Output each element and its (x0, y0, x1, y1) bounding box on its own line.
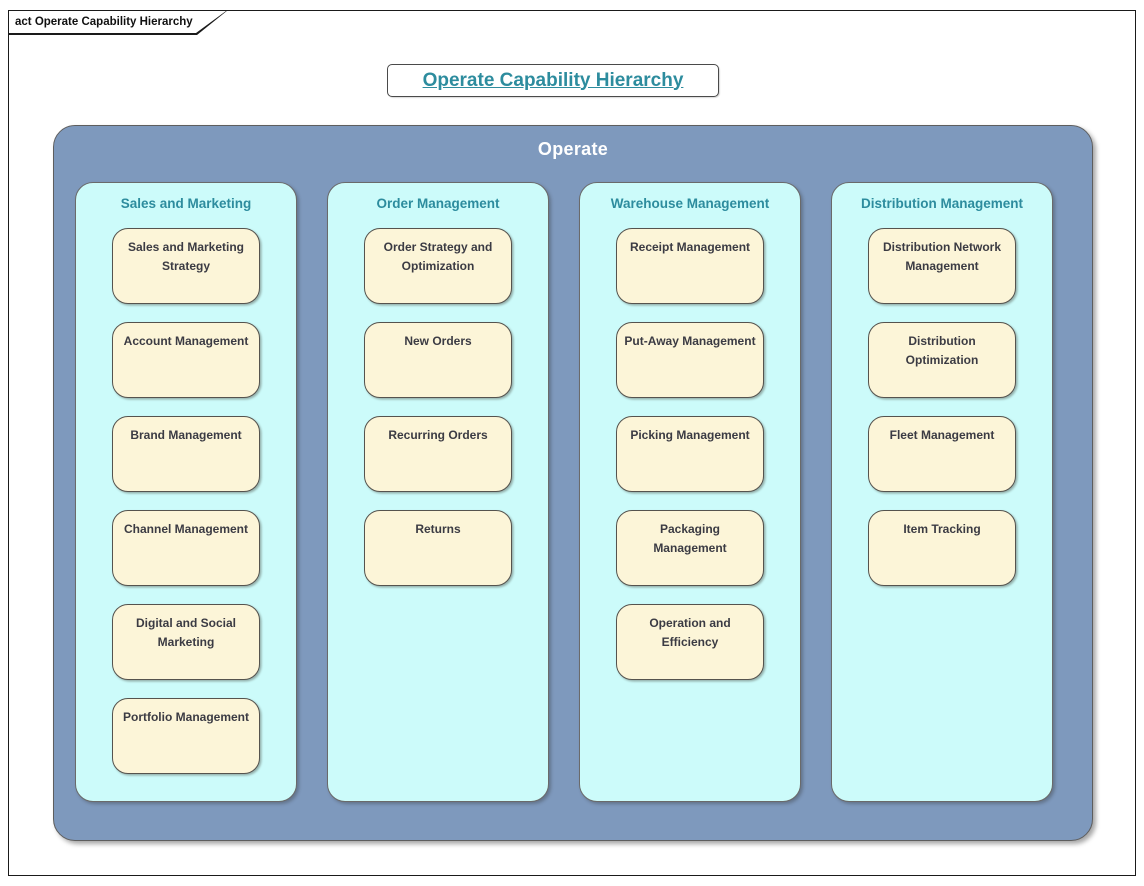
capability-label: Operation and Efficiency (649, 616, 731, 649)
capability-column-2[interactable]: Order Management Order Strategy and Opti… (327, 182, 549, 802)
capability-box[interactable]: Receipt Management (616, 228, 764, 304)
capability-box[interactable]: Recurring Orders (364, 416, 512, 492)
column-header: Distribution Management (860, 196, 1023, 211)
capability-label: Portfolio Management (122, 710, 249, 724)
capability-label: Returns (415, 522, 461, 536)
capability-label: Order Strategy and Optimization (383, 240, 493, 273)
column-items: Distribution Network Management Distribu… (832, 228, 1052, 586)
capability-label: Item Tracking (903, 522, 981, 536)
capability-box[interactable]: Distribution Optimization (868, 322, 1016, 398)
capability-label: Channel Management (123, 522, 249, 536)
frame-tab-label: act Operate Capability Hierarchy (15, 16, 193, 28)
capability-label: Packaging Management (653, 522, 727, 555)
capability-box[interactable]: Operation and Efficiency (616, 604, 764, 680)
capability-label: New Orders (404, 334, 472, 348)
capability-box[interactable]: Digital and Social Marketing (112, 604, 260, 680)
operate-container-label: Operate (537, 139, 609, 159)
capability-box[interactable]: Distribution Network Management (868, 228, 1016, 304)
capability-column-3[interactable]: Warehouse Management Receipt Management … (579, 182, 801, 802)
column-items: Sales and Marketing Strategy Account Man… (76, 228, 296, 774)
capability-label: Digital and Social Marketing (135, 616, 237, 649)
capability-box[interactable]: Account Management (112, 322, 260, 398)
capability-box[interactable]: Portfolio Management (112, 698, 260, 774)
column-header: Sales and Marketing (120, 196, 252, 211)
capability-box[interactable]: Brand Management (112, 416, 260, 492)
capability-box[interactable]: Item Tracking (868, 510, 1016, 586)
capability-box[interactable]: New Orders (364, 322, 512, 398)
capability-label: Account Management (123, 334, 249, 348)
capability-label: Receipt Management (629, 240, 751, 254)
capability-box[interactable]: Put-Away Management (616, 322, 764, 398)
capability-box[interactable]: Returns (364, 510, 512, 586)
capability-label: Sales and Marketing Strategy (127, 240, 245, 273)
capability-label: Put-Away Management (624, 334, 756, 348)
capability-box[interactable]: Packaging Management (616, 510, 764, 586)
capability-box[interactable]: Picking Management (616, 416, 764, 492)
diagram-title-box[interactable]: Operate Capability Hierarchy (387, 64, 719, 97)
capability-box[interactable]: Fleet Management (868, 416, 1016, 492)
frame-tab: act Operate Capability Hierarchy (8, 10, 228, 35)
capability-label: Recurring Orders (388, 428, 488, 442)
capability-box[interactable]: Order Strategy and Optimization (364, 228, 512, 304)
capability-column-1[interactable]: Sales and Marketing Sales and Marketing … (75, 182, 297, 802)
diagram-title: Operate Capability Hierarchy (422, 69, 684, 91)
capability-column-4[interactable]: Distribution Management Distribution Net… (831, 182, 1053, 802)
capability-label: Fleet Management (889, 428, 995, 442)
diagram-frame: act Operate Capability Hierarchy Operate… (8, 10, 1136, 876)
capability-box[interactable]: Channel Management (112, 510, 260, 586)
capability-label: Brand Management (130, 428, 242, 442)
column-header: Warehouse Management (610, 196, 770, 211)
column-items: Receipt Management Put-Away Management P… (580, 228, 800, 680)
column-items: Order Strategy and Optimization New Orde… (328, 228, 548, 586)
frame-tab-inner: act Operate Capability Hierarchy (9, 11, 226, 33)
operate-container[interactable]: Operate Sales and Marketing Sales and Ma… (53, 125, 1093, 841)
capability-columns: Sales and Marketing Sales and Marketing … (54, 182, 1092, 802)
column-header: Order Management (376, 196, 500, 211)
capability-label: Picking Management (630, 428, 750, 442)
capability-label: Distribution Optimization (905, 334, 979, 367)
capability-label: Distribution Network Management (882, 240, 1001, 273)
capability-box[interactable]: Sales and Marketing Strategy (112, 228, 260, 304)
